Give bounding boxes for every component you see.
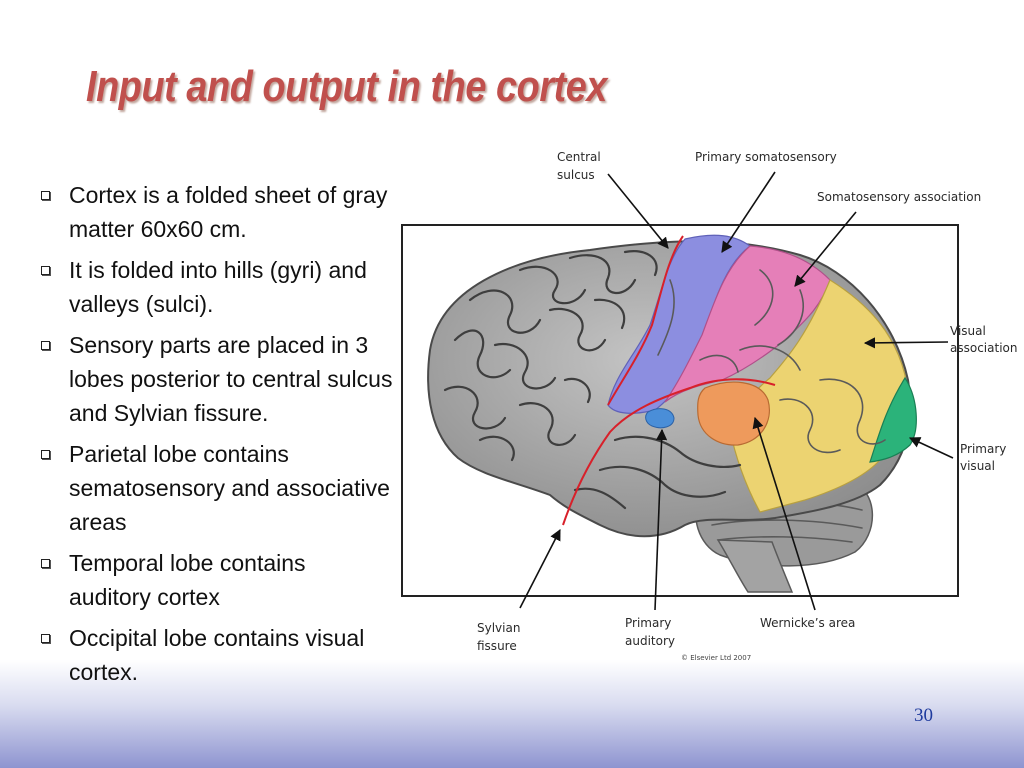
bullet-text: Sensory parts are placed in 3 lobes post… bbox=[69, 332, 393, 426]
label-somatosensory-association: Somatosensory association bbox=[817, 190, 981, 204]
wernickes-area-region bbox=[697, 381, 770, 446]
bullet-text: Cortex is a folded sheet of gray matter … bbox=[69, 182, 388, 242]
bullet-list: Cortex is a folded sheet of gray matter … bbox=[38, 178, 393, 696]
square-bullet-icon bbox=[41, 634, 50, 643]
label-primary-somatosensory: Primary somatosensory bbox=[695, 150, 837, 164]
page-number: 30 bbox=[914, 705, 933, 726]
cortical-folds bbox=[443, 250, 886, 510]
brainstem-region bbox=[716, 539, 794, 593]
square-bullet-icon bbox=[41, 450, 50, 459]
label-wernickes-area: Wernicke’s area bbox=[760, 616, 855, 630]
bullet-item: Cortex is a folded sheet of gray matter … bbox=[38, 178, 393, 246]
bullet-item: Sensory parts are placed in 3 lobes post… bbox=[38, 328, 393, 430]
bullet-item: Temporal lobe contains auditory cortex bbox=[38, 546, 393, 614]
primary-visual-region bbox=[869, 376, 917, 463]
slide-title: Input and output in the cortex bbox=[86, 62, 608, 111]
central-sulcus-line bbox=[607, 235, 684, 406]
square-bullet-icon bbox=[41, 341, 50, 350]
visual-association-region bbox=[729, 279, 907, 513]
bullet-item: It is folded into hills (gyri) and valle… bbox=[38, 253, 393, 321]
square-bullet-icon bbox=[41, 266, 50, 275]
square-bullet-icon bbox=[41, 191, 50, 200]
bullet-text: Parietal lobe contains sematosensory and… bbox=[69, 441, 390, 535]
copyright-notice: © Elsevier Ltd 2007 bbox=[681, 654, 751, 662]
bullet-text: Temporal lobe contains auditory cortex bbox=[69, 550, 306, 610]
sylvian-fissure-line bbox=[562, 378, 776, 526]
square-bullet-icon bbox=[41, 559, 50, 568]
bullet-text: It is folded into hills (gyri) and valle… bbox=[69, 257, 367, 317]
bullet-item: Occipital lobe contains visual cortex. bbox=[38, 621, 393, 689]
bullet-text: Occipital lobe contains visual cortex. bbox=[69, 625, 365, 685]
label-arrows bbox=[519, 171, 954, 611]
bullet-item: Parietal lobe contains sematosensory and… bbox=[38, 437, 393, 539]
primary-auditory-region bbox=[645, 408, 675, 429]
